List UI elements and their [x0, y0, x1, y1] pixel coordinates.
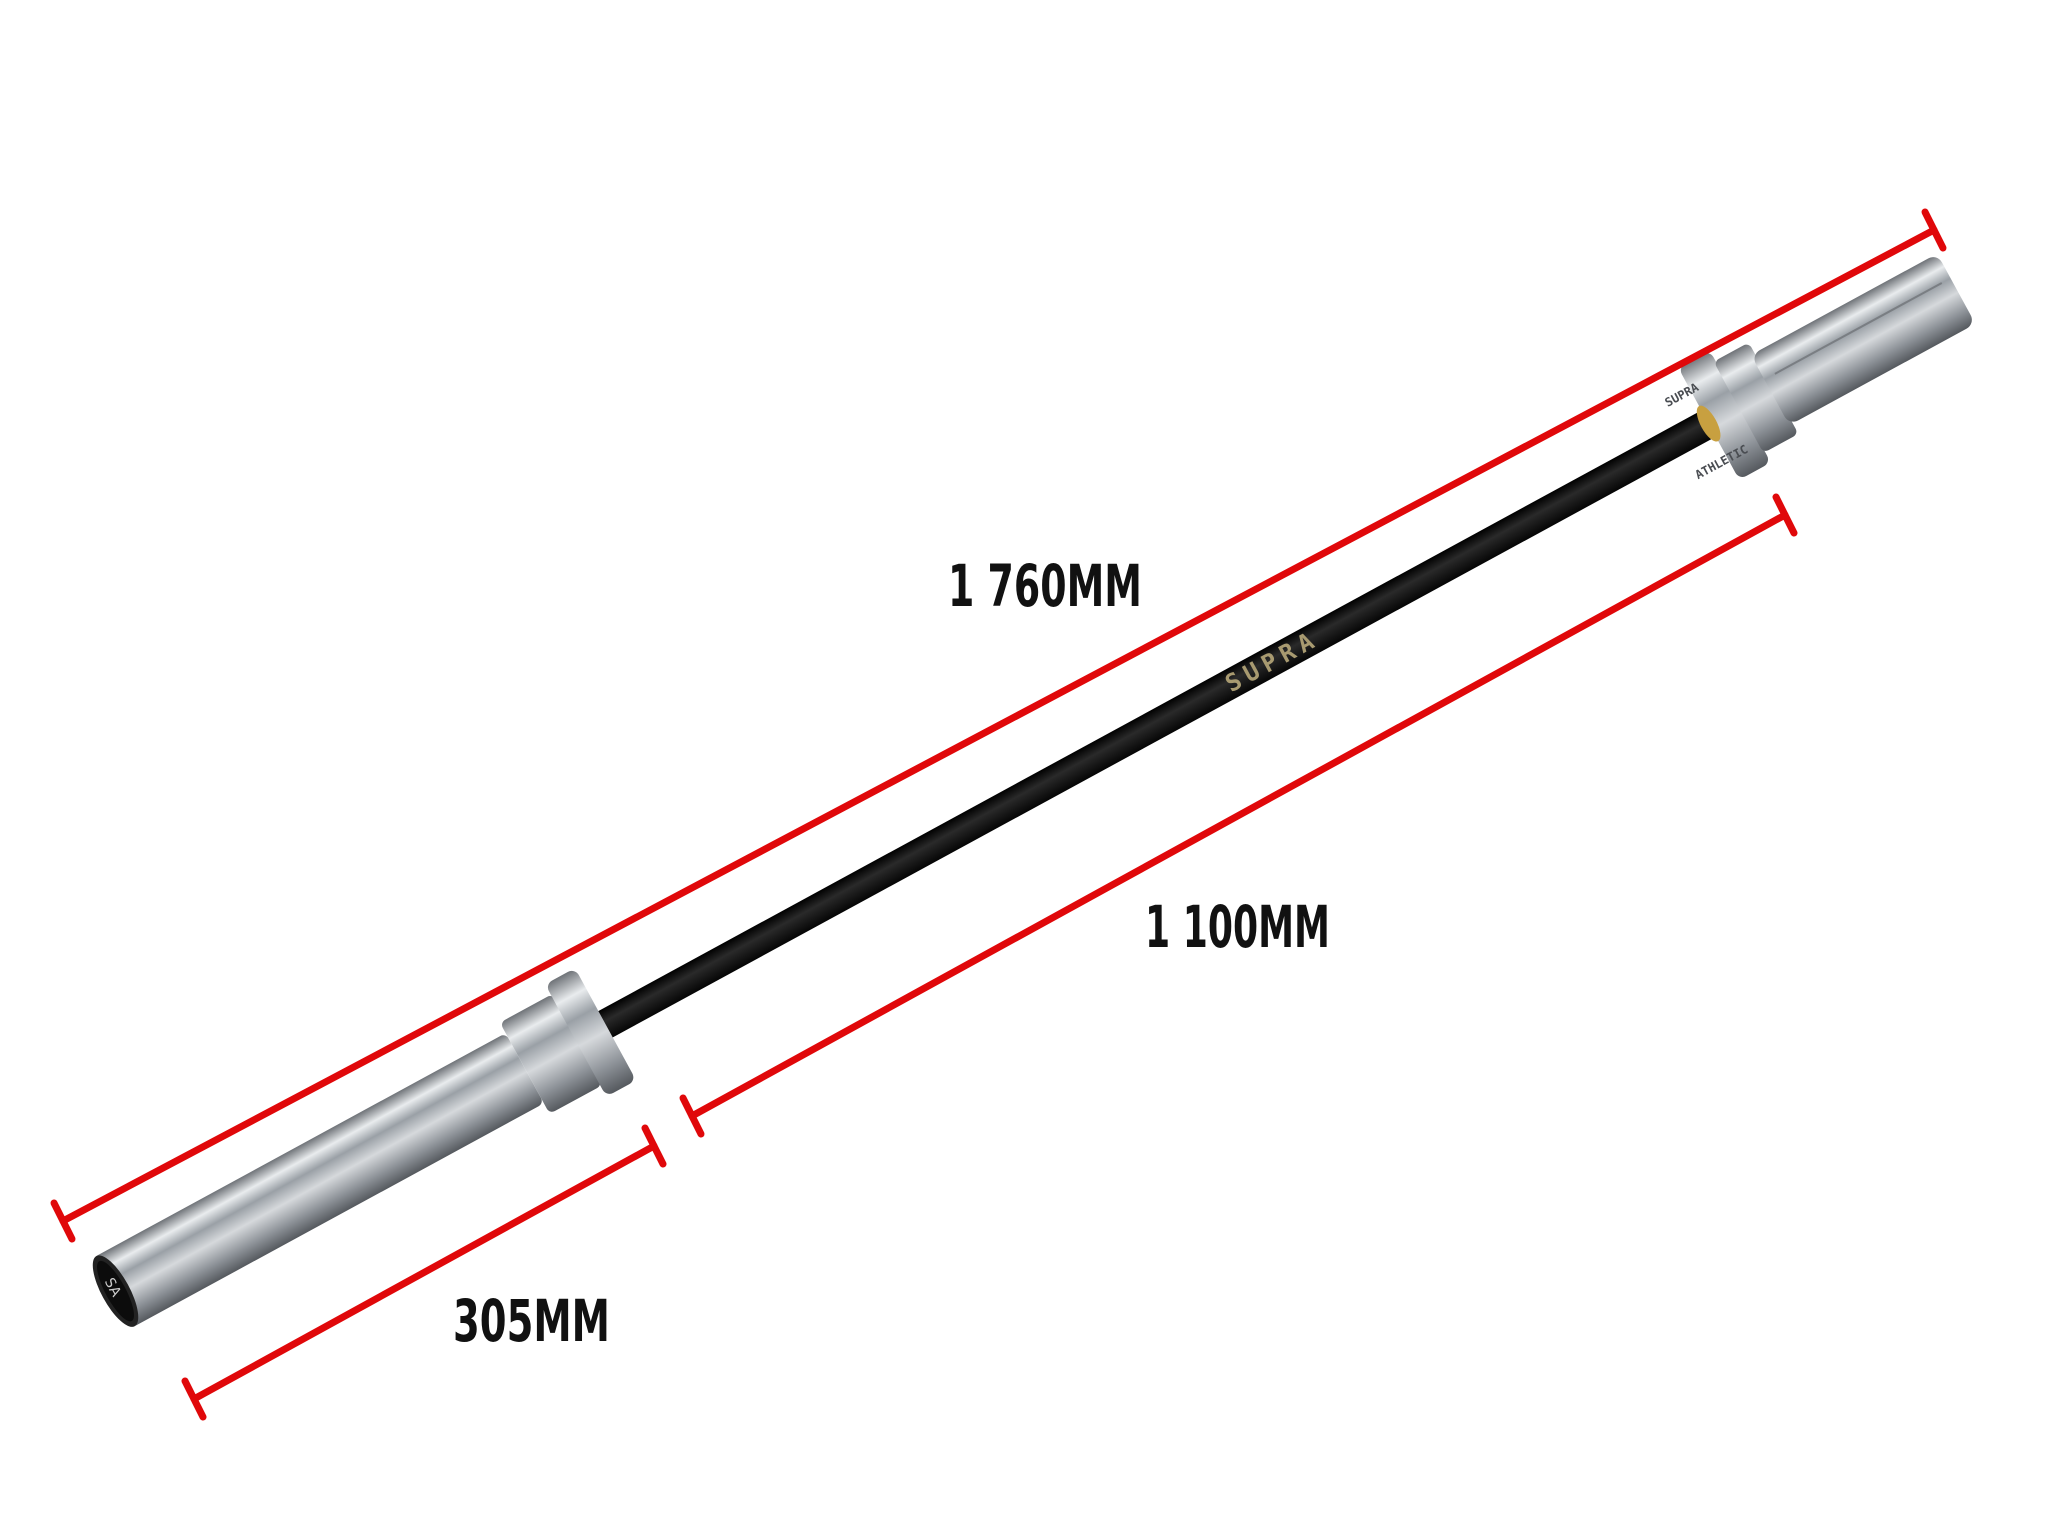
left-collar-flange [547, 970, 634, 1094]
shaft [596, 404, 1727, 1039]
left-collar [502, 996, 601, 1112]
collar-text-top: SUPRA [1663, 380, 1702, 410]
right-bushing [1696, 405, 1721, 442]
overall-length-label: 1 760MM [948, 552, 1142, 620]
sleeve-groove [1774, 282, 1943, 375]
right-collar [1715, 344, 1797, 451]
sleeve-length-label: 305MM [453, 1287, 610, 1355]
right-sleeve [1754, 257, 1972, 422]
barbell: SUPRA SA SUPRA ATHLETIC [92, 257, 1972, 1327]
dimension-overall [50, 208, 1947, 1243]
shaft-brand-label: SUPRA [1221, 624, 1324, 697]
shaft-length-label: 1 100MM [1145, 893, 1330, 961]
dimension-sleeve [181, 1124, 667, 1421]
end-cap-face [97, 1260, 134, 1322]
dimension-shaft [679, 493, 1798, 1138]
left-sleeve [95, 1035, 542, 1326]
right-collar-flange [1680, 353, 1769, 477]
